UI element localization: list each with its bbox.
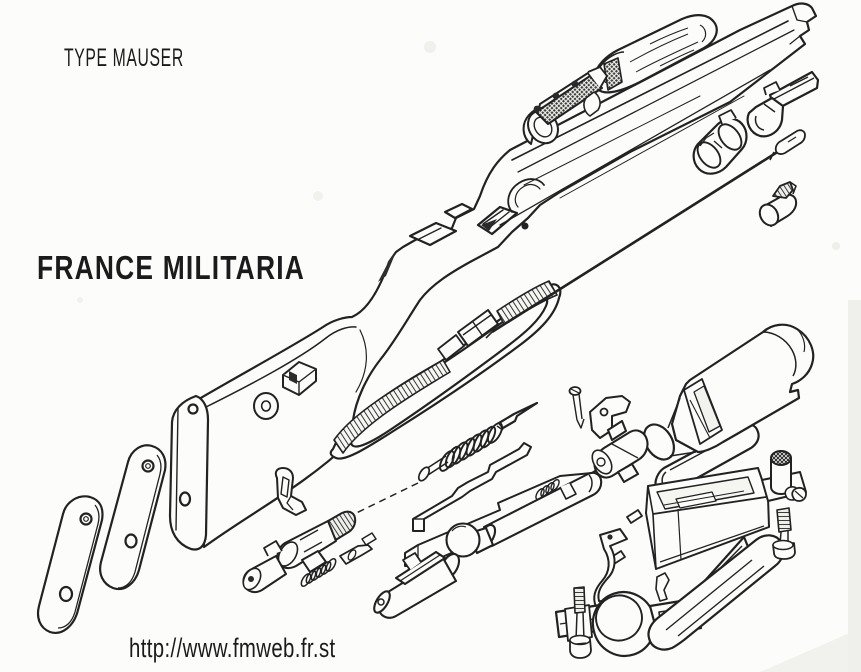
- scan-noise: [77, 41, 861, 672]
- website-url: http://www.fmweb.fr.st: [129, 633, 336, 663]
- firing-pin-and-spring: [343, 401, 539, 520]
- type-label: TYPE MAUSER: [64, 44, 184, 72]
- sear-group: [535, 386, 643, 565]
- brand-title: FRANCE MILITARIA: [37, 249, 306, 286]
- magazine-box: [645, 467, 770, 570]
- guard-screws: [772, 486, 807, 560]
- rear-sight: [522, 66, 608, 145]
- nose-cap: [692, 109, 748, 175]
- front-sight: [758, 181, 798, 227]
- sling-washer: [253, 392, 279, 420]
- receiver-and-barrel: [642, 323, 815, 495]
- bolt-stop: [274, 467, 307, 516]
- bolt: [373, 471, 603, 619]
- butt-plate-large: [99, 444, 167, 591]
- cleaning-rod: [485, 129, 806, 339]
- sling-slot-escutcheon: [282, 361, 317, 396]
- sight-spring-wedge: [603, 57, 623, 91]
- bolt-sleeve-group: [242, 510, 377, 594]
- butt-plate-small: [36, 495, 104, 634]
- bolt-head: [591, 419, 649, 484]
- upper-band: [746, 70, 820, 138]
- sling: [329, 280, 562, 460]
- floor-plate: [647, 534, 785, 651]
- guide-bar: [412, 442, 532, 532]
